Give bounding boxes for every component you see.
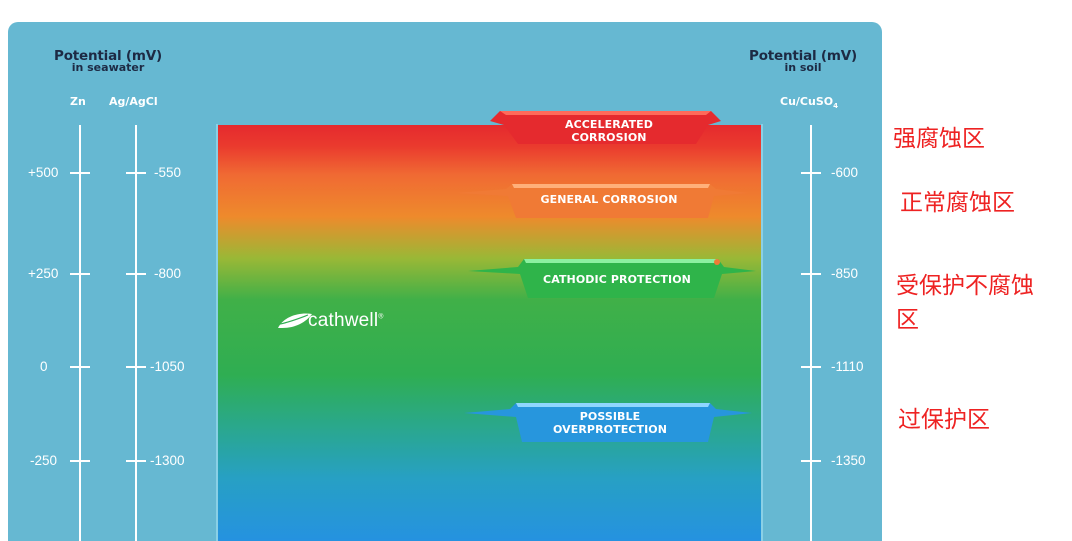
note-protected-zone: 受保护不腐蚀 区 [896, 269, 1034, 337]
ref-ag-label: Ag/AgCl [109, 95, 158, 108]
cu-tick-label: -850 [831, 266, 859, 281]
zn-tick-label: +250 [28, 266, 59, 281]
zn-tick-label: +500 [28, 165, 59, 180]
zone-label-accelerated: ACCELERATED CORROSION [510, 118, 708, 144]
right-heading-line2: in soil [784, 61, 822, 74]
zn-tick-label: -250 [30, 453, 58, 468]
ref-zn-label: Zn [70, 95, 86, 108]
red-ribbon-banner [490, 111, 721, 144]
left-heading-line2: in seawater [71, 61, 145, 74]
zone-label-cathodic: CATHODIC PROTECTION [543, 273, 691, 286]
left-heading: Potential (mV) in seawater [48, 48, 168, 74]
zone-label-overprotection: POSSIBLE OVERPROTECTION [512, 410, 708, 436]
zone-label-line2: CORROSION [571, 131, 647, 144]
ag-tick-label: -800 [154, 266, 182, 281]
zn-tick-label: 0 [40, 359, 48, 374]
ref-cu-subscript: 4 [833, 102, 838, 111]
note-strong-corrosion: 强腐蚀区 [893, 126, 985, 152]
zone-label-line1: POSSIBLE [579, 410, 641, 423]
zone-label-general: GENERAL CORROSION [540, 193, 678, 206]
ref-cu-label: Cu/CuSO4 [780, 95, 838, 110]
right-heading-line1: Potential (mV) [749, 48, 857, 64]
ag-tick-label: -1050 [150, 359, 185, 374]
logo-text: cathwell [308, 310, 379, 331]
cu-tick-label: -1110 [831, 359, 864, 374]
ag-tick-label: -550 [154, 165, 182, 180]
zone-label-line1: ACCELERATED [564, 118, 654, 131]
diagram-graphics [8, 22, 882, 541]
zone-label-line2: OVERPROTECTION [552, 423, 668, 436]
cu-tick-label: -1350 [831, 453, 866, 468]
note-protected-line2: 区 [896, 307, 919, 333]
left-heading-line1: Potential (mV) [54, 48, 162, 64]
ref-cu-text: Cu/CuSO [780, 95, 834, 108]
note-protected-line1: 受保护不腐蚀 [896, 273, 1034, 299]
ag-tick-label: -1300 [150, 453, 185, 468]
note-overprotection: 过保护区 [898, 407, 990, 433]
blue-ribbon-banner [464, 403, 752, 442]
note-normal-corrosion: 正常腐蚀区 [900, 190, 1015, 216]
gradient-frame [216, 124, 763, 541]
logo-registered-mark: ® [378, 313, 384, 321]
right-heading: Potential (mV) in soil [743, 48, 863, 74]
orange-ribbon-banner [456, 184, 748, 218]
cu-tick-label: -600 [831, 165, 859, 180]
diagram-panel: Potential (mV) in seawater Zn Ag/AgCl Po… [8, 22, 882, 541]
green-ribbon-banner [468, 259, 756, 298]
leaf-logo-icon [278, 313, 312, 328]
logo-wordmark: cathwell® [308, 310, 384, 332]
